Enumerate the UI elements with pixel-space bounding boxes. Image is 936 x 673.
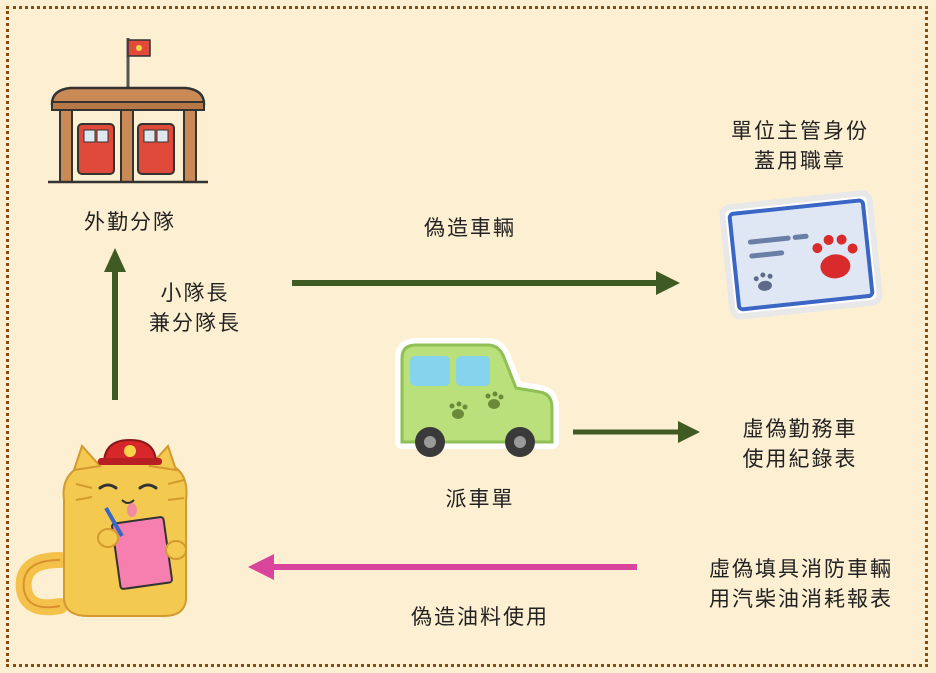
arrow-forge-fuel: [248, 554, 637, 580]
forge-fuel-label: 偽造油料使用: [411, 605, 549, 629]
supervisor-label-line1: 單位主管身份: [731, 119, 869, 143]
captain-label: 小隊長 兼分隊長: [130, 278, 260, 338]
fuel-report-label: 虛偽填具消防車輛 用汽柴油消耗報表: [676, 554, 926, 614]
forge-vehicle-label: 偽造車輛: [424, 216, 516, 240]
fake-log-label: 虛偽勤務車 使用紀錄表: [715, 414, 885, 474]
arrow-fake-log: [573, 421, 700, 443]
arrow-forge-vehicle: [292, 271, 680, 295]
firefighter-cat-icon: [15, 438, 188, 617]
dotted-border: [6, 6, 928, 667]
fake-log-label-line1: 虛偽勤務車: [742, 417, 858, 441]
fuel-report-label-line1: 虛偽填具消防車輛: [709, 557, 893, 581]
field-unit-label: 外勤分隊: [84, 210, 176, 234]
fire-station-icon: [48, 38, 208, 184]
fake-log-label-line2: 使用紀錄表: [742, 447, 858, 471]
captain-label-line2: 兼分隊長: [149, 311, 241, 335]
dispatch-slip-label: 派車單: [445, 487, 515, 511]
captain-label-line1: 小隊長: [160, 281, 230, 305]
fuel-report-label-line2: 用汽柴油消耗報表: [709, 587, 893, 611]
arrow-captain-to-unit: [104, 248, 126, 400]
id-card-stamp-icon: [719, 190, 883, 320]
jeep-vehicle-icon: [395, 338, 559, 457]
supervisor-label-line2: 蓋用職章: [754, 149, 846, 173]
supervisor-label: 單位主管身份 蓋用職章: [700, 116, 900, 176]
